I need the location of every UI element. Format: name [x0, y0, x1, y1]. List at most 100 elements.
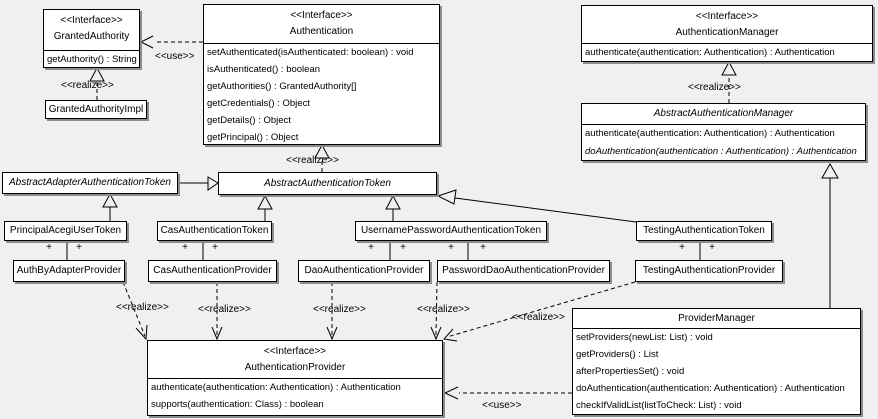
class-box-username-password-authentication-token[interactable]: UsernamePasswordAuthenticationToken — [355, 221, 547, 241]
method-row: authenticate(authentication: Authenticat… — [585, 47, 835, 58]
class-name: AuthByAdapterProvider — [16, 265, 122, 276]
association-plus: + — [400, 242, 406, 253]
class-box-dao-authentication-provider[interactable]: DaoAuthenticationProvider — [298, 260, 430, 282]
use-label: <<use>> — [155, 51, 195, 62]
method-row: getAuthorities() : GrantedAuthority[] — [207, 81, 357, 92]
realize-authbyadapterprovider — [122, 281, 148, 341]
class-header: <<Interface>> AuthenticationManager — [582, 6, 872, 44]
method-row: supports(authentication: Class) : boolea… — [151, 399, 324, 410]
method-row: getAuthority() : String — [47, 54, 137, 65]
association-plus: + — [709, 242, 715, 253]
association-plus: + — [76, 242, 82, 253]
stereotype-label: <<Interface>> — [290, 10, 353, 21]
class-name: CasAuthenticationProvider — [153, 265, 272, 276]
realize-label: <<realize>> — [61, 80, 114, 91]
method-row: authenticate(authentication: Authenticat… — [151, 382, 401, 393]
method-row: setAuthenticated(isAuthenticated: boolea… — [207, 47, 414, 58]
class-box-provider-manager[interactable]: ProviderManager setProviders(newList: Li… — [572, 308, 861, 415]
class-header: ProviderManager — [573, 309, 860, 329]
generalization-providermanager — [821, 162, 839, 308]
class-name: PrincipalAcegiUserToken — [9, 225, 122, 236]
class-header: <<Interface>> AuthenticationProvider — [148, 341, 442, 379]
class-box-abstract-authentication-manager[interactable]: AbstractAuthenticationManager authentica… — [581, 103, 866, 161]
class-box-granted-authority-impl[interactable]: GrantedAuthorityImpl — [45, 100, 147, 119]
members-compartment: authenticate(authentication: Authenticat… — [582, 44, 872, 61]
method-row: getDetails() : Object — [207, 115, 291, 126]
members-compartment: getAuthority() : String — [44, 51, 139, 68]
realize-abstractauthenticationtoken-to-authentication — [314, 143, 330, 172]
method-row: isAuthenticated() : boolean — [207, 64, 321, 75]
method-row: doAuthentication(authentication: Authent… — [576, 383, 845, 394]
association-plus: + — [480, 242, 486, 253]
class-name: Authentication — [289, 26, 354, 37]
method-row: setProviders(newList: List) : void — [576, 332, 713, 343]
class-name: AuthenticationProvider — [244, 362, 346, 373]
realize-daoprovider — [326, 282, 338, 341]
realize-grantedauthorityimpl-to-grantedauthority — [89, 66, 105, 100]
class-box-authentication-manager[interactable]: <<Interface>> AuthenticationManager auth… — [581, 5, 873, 62]
class-box-abstract-adapter-authentication-token[interactable]: AbstractAdapterAuthenticationToken — [2, 172, 178, 194]
class-name: AbstractAuthenticationToken — [264, 177, 391, 189]
class-name: AuthenticationManager — [675, 27, 779, 38]
class-header: <<Interface>> GrantedAuthority — [44, 10, 139, 51]
method-row: getProviders() : List — [576, 349, 659, 360]
association-plus: + — [368, 242, 374, 253]
class-box-testing-authentication-token[interactable]: TestingAuthenticationToken — [636, 221, 772, 241]
stereotype-label: <<Interface>> — [695, 11, 759, 22]
use-label: <<use>> — [482, 400, 522, 411]
class-box-granted-authority[interactable]: <<Interface>> GrantedAuthority getAuthor… — [43, 9, 140, 68]
use-dependency-authentication-to-grantedauthority — [139, 35, 203, 49]
realize-label: <<realize>> — [198, 304, 251, 315]
class-box-abstract-authentication-token[interactable]: AbstractAuthenticationToken — [218, 172, 437, 195]
class-name: TestingAuthenticationProvider — [642, 265, 776, 276]
method-row: checkIfValidList(listToCheck: List) : vo… — [576, 400, 742, 411]
class-name: GrantedAuthority — [53, 31, 130, 42]
method-row: afterPropertiesSet() : void — [576, 366, 685, 377]
realize-label: <<realize>> — [286, 155, 339, 166]
use-dependency-providermanager-to-authenticationprovider — [443, 386, 572, 400]
class-header: AbstractAuthenticationManager — [582, 104, 865, 125]
realize-label: <<realize>> — [688, 82, 741, 93]
realize-label: <<realize>> — [313, 304, 366, 315]
association-plus: + — [182, 242, 188, 253]
class-name: CasAuthenticationToken — [160, 225, 269, 236]
class-box-cas-authentication-provider[interactable]: CasAuthenticationProvider — [148, 260, 277, 282]
class-name: TestingAuthenticationToken — [643, 225, 765, 236]
class-name: AbstractAuthenticationManager — [653, 108, 794, 119]
members-compartment: setProviders(newList: List) : void getPr… — [573, 329, 860, 414]
association-plus: + — [46, 242, 52, 253]
class-header: <<Interface>> Authentication — [204, 5, 439, 44]
class-box-testing-authentication-provider[interactable]: TestingAuthenticationProvider — [635, 260, 783, 282]
class-box-authentication-provider[interactable]: <<Interface>> AuthenticationProvider aut… — [147, 340, 443, 416]
association-plus: + — [679, 242, 685, 253]
class-name: DaoAuthenticationProvider — [304, 265, 424, 276]
members-compartment: setAuthenticated(isAuthenticated: boolea… — [204, 44, 439, 146]
generalization-principaltoken — [102, 192, 118, 221]
stereotype-label: <<Interface>> — [60, 15, 123, 26]
class-box-cas-authentication-token[interactable]: CasAuthenticationToken — [157, 221, 272, 241]
generalization-adaptertoken-to-abstracttoken — [178, 176, 219, 191]
stereotype-label: <<Interface>> — [263, 346, 327, 357]
class-box-authentication[interactable]: <<Interface>> Authentication setAuthenti… — [203, 4, 440, 145]
realize-abstractauthenticationmanager-to-authenticationmanager — [721, 60, 737, 103]
class-name: AbstractAdapterAuthenticationToken — [9, 177, 171, 188]
class-box-password-dao-authentication-provider[interactable]: PasswordDaoAuthenticationProvider — [437, 260, 610, 282]
realize-testingprovider — [443, 281, 636, 342]
class-box-auth-by-adapter-provider[interactable]: AuthByAdapterProvider — [13, 260, 125, 282]
method-row: authenticate(authentication: Authenticat… — [585, 128, 835, 139]
class-name: GrantedAuthorityImpl — [48, 103, 144, 115]
generalization-usernamepasswordtoken — [385, 194, 401, 221]
method-row: getCredentials() : Object — [207, 98, 310, 109]
method-row: getPrincipal() : Object — [207, 132, 299, 143]
realize-label: <<realize>> — [116, 302, 169, 313]
realize-label: <<realize>> — [512, 312, 565, 323]
class-box-principal-acegi-user-token[interactable]: PrincipalAcegiUserToken — [4, 221, 127, 241]
association-lines-token-provider — [66, 241, 701, 260]
generalization-castoken — [257, 194, 273, 221]
association-plus: + — [212, 242, 218, 253]
class-name: ProviderManager — [678, 313, 755, 324]
realize-casprovider — [211, 282, 223, 341]
class-name: PasswordDaoAuthenticationProvider — [442, 265, 605, 276]
